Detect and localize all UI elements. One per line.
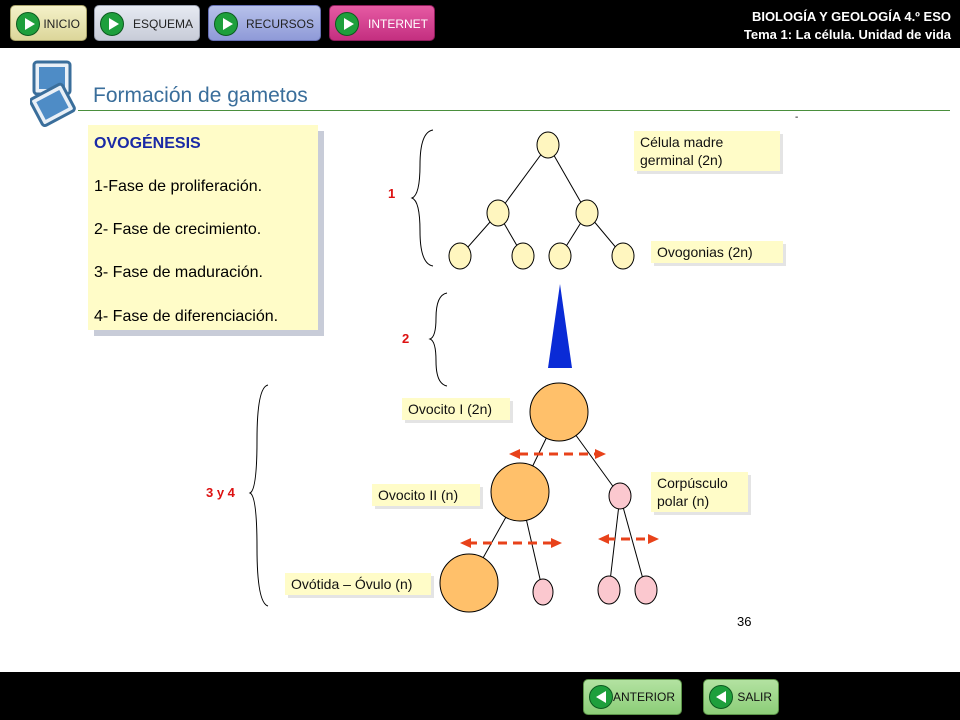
salir-label: SALIR [737, 690, 772, 704]
label-ovocito-ii: Ovocito II (n) [372, 484, 480, 506]
ovogenesis-box: OVOGÉNESIS 1-Fase de proliferación. 2- F… [88, 125, 318, 330]
bottom-bar [0, 672, 960, 720]
title-divider [78, 110, 950, 111]
cell-ovogonia [611, 242, 635, 270]
stage-label: 1 [388, 186, 396, 201]
play-icon [100, 12, 124, 36]
cell-polar [608, 482, 632, 510]
play-icon [16, 12, 40, 36]
brace-1 [410, 129, 434, 267]
cell-ovogonia [511, 242, 535, 270]
brace-2 [428, 292, 448, 387]
course-title: BIOLOGÍA Y GEOLOGÍA 4.º ESO [751, 9, 951, 24]
page-title: Formación de gametos [93, 84, 308, 107]
ovogenesis-heading: OVOGÉNESIS [94, 135, 201, 152]
inicio-label: INICIO [43, 17, 80, 31]
cell-daughter [575, 199, 599, 227]
stage-label: 2 [402, 331, 410, 346]
recursos-label: RECURSOS [245, 17, 314, 31]
phase-item: 3- Fase de maduración. [94, 264, 263, 281]
cell-polar [532, 578, 554, 606]
top-bar: INICIO ESQUEMA RECURSOS INTERNET BIOLOGÍ… [0, 0, 960, 48]
dash-mark: - [795, 112, 799, 123]
slides-icon [30, 60, 76, 128]
cell-ovotida [439, 553, 499, 613]
label-ovocito-i: Ovocito I (2n) [402, 398, 510, 420]
phase-item: 2- Fase de crecimiento. [94, 221, 262, 238]
recursos-button[interactable]: RECURSOS [208, 5, 321, 41]
cell-polar [597, 575, 621, 605]
unit-title: Tema 1: La célula. Unidad de vida [743, 27, 951, 42]
label-ovotida: Ovótida – Óvulo (n) [285, 573, 431, 595]
page-number: 36 [737, 614, 752, 629]
play-icon [335, 12, 359, 36]
label-celula-madre: Célula madre germinal (2n) [634, 131, 780, 171]
play-icon [214, 12, 238, 36]
internet-button[interactable]: INTERNET [329, 5, 435, 41]
cell-ovocito-ii [490, 462, 550, 522]
esquema-label: ESQUEMA [132, 17, 193, 31]
cell-polar [634, 575, 658, 605]
cell-ovocito-i [529, 382, 589, 442]
stage-label: 3 y 4 [206, 485, 235, 500]
brace-3 [248, 384, 269, 607]
esquema-button[interactable]: ESQUEMA [94, 5, 200, 41]
anterior-label: ANTERIOR [612, 690, 675, 704]
growth-triangle [548, 284, 572, 368]
cell-daughter [486, 199, 510, 227]
back-arrow-icon [589, 685, 613, 709]
inicio-button[interactable]: INICIO [10, 5, 87, 41]
label-corpusculo-polar: Corpúsculo polar (n) [651, 472, 748, 512]
back-arrow-icon [709, 685, 733, 709]
cell-madre [536, 131, 560, 159]
anterior-button[interactable]: ANTERIOR [583, 679, 682, 715]
cell-ovogonia [548, 242, 572, 270]
salir-button[interactable]: SALIR [703, 679, 779, 715]
label-ovogonias: Ovogonias (2n) [651, 241, 783, 263]
phase-item: 4- Fase de diferenciación. [94, 308, 279, 325]
cell-ovogonia [448, 242, 472, 270]
internet-label: INTERNET [368, 17, 428, 31]
phase-item: 1-Fase de proliferación. [94, 178, 263, 195]
